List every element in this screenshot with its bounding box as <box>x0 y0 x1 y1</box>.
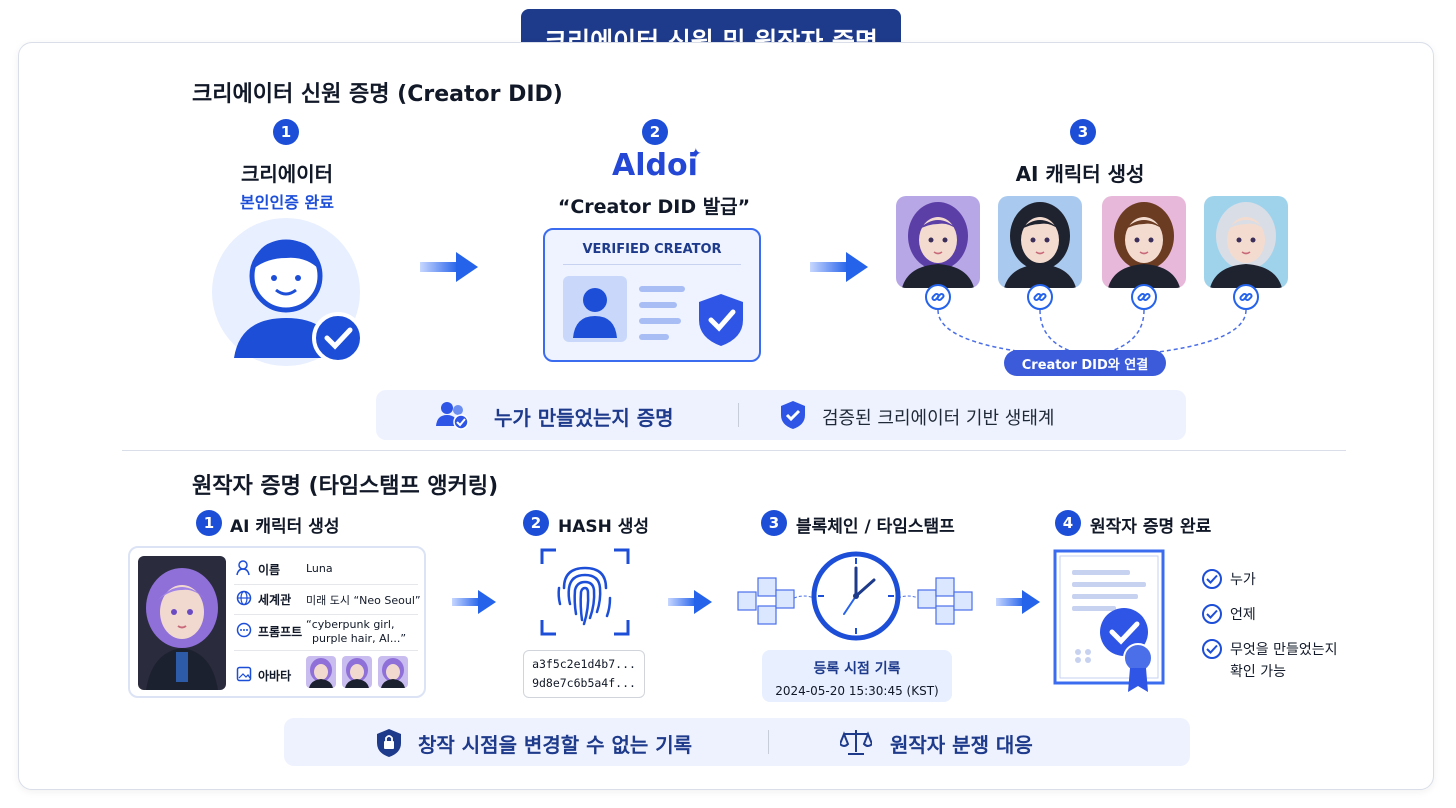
character-purple-hair-girl <box>896 196 980 288</box>
link-icon[interactable] <box>1027 284 1053 310</box>
mini-avatar <box>342 656 372 688</box>
image-icon <box>236 666 252 682</box>
verified-creator-label: VERIFIED CREATOR <box>582 242 722 257</box>
character-silver-hair-girl <box>1204 196 1288 288</box>
arrow-right-icon <box>668 590 712 614</box>
hash-line-2: 9d8e7c6b5a4f... <box>532 676 636 690</box>
mini-avatar <box>378 656 408 688</box>
s2-step2-number: 2 <box>523 510 549 536</box>
s2-step1-number: 1 <box>196 510 222 536</box>
step1-title: 크리에이터 <box>241 162 333 186</box>
id-photo-icon <box>563 276 627 342</box>
shield-check-icon <box>781 401 805 429</box>
link-icon[interactable] <box>925 284 951 310</box>
step2-number: 2 <box>642 119 668 145</box>
arrow-right-icon <box>810 252 868 282</box>
section1-footer: 누가 만들었는지 증명 검증된 크리에이터 기반 생태계 <box>376 390 1186 440</box>
blockchain-clock-icon <box>737 551 973 641</box>
profile-prompt-value-2: purple hair, AI...” <box>312 632 407 645</box>
step2-subtitle: “Creator DID 발급” <box>557 196 751 218</box>
did-link-badge: Creator DID와 연결 <box>1004 350 1166 376</box>
check-item-when: 언제 <box>1202 604 1256 624</box>
s2-step2-title: HASH 생성 <box>558 517 650 537</box>
mini-avatar <box>306 656 336 688</box>
aldoi-logo: Aldoi <box>612 148 698 183</box>
step3-title: AI 캐릭터 생성 <box>1015 162 1145 186</box>
luna-portrait <box>138 556 226 690</box>
link-icon[interactable] <box>1131 284 1157 310</box>
fingerprint-icon <box>540 548 630 636</box>
check-item-who: 누가 <box>1202 569 1256 589</box>
creator-avatar-icon <box>212 218 364 366</box>
profile-world-value: 미래 도시 “Neo Seoul” <box>306 594 421 607</box>
arrow-right-icon <box>996 590 1040 614</box>
section2-title: 원작자 증명 (타임스탬프 앵커링) <box>192 474 499 499</box>
section-divider <box>122 450 1346 451</box>
scales-icon <box>840 730 872 755</box>
profile-name-value: Luna <box>306 562 333 575</box>
profile-prompt-label: 프롬프트 <box>258 625 303 639</box>
footer1-left-text: 누가 만들었는지 증명 <box>494 406 674 430</box>
character-profile-card: 이름 Luna 세계관 미래 도시 “Neo Seoul” 프롬프트 “cybe… <box>128 546 426 698</box>
verified-creator-card: VERIFIED CREATOR <box>543 228 761 362</box>
link-icon[interactable] <box>1233 284 1259 310</box>
character-black-hair-boy <box>998 196 1082 288</box>
sparkle-icon: ✦ <box>690 146 702 162</box>
users-check-icon <box>436 402 469 430</box>
certificate-icon <box>1053 549 1165 692</box>
footer2-right-text: 원작자 분쟁 대응 <box>890 733 1033 757</box>
step3-number: 3 <box>1070 119 1096 145</box>
s2-step3-title: 블록체인 / 타임스탬프 <box>796 517 955 537</box>
section1-title: 크리에이터 신원 증명 (Creator DID) <box>192 82 563 107</box>
footer2-left-text: 창작 시점을 변경할 수 없는 기록 <box>418 733 693 757</box>
record-timestamp: 2024-05-20 15:30:45 (KST) <box>775 684 939 698</box>
character-brown-bun-girl <box>1102 196 1186 288</box>
check-icon <box>1202 639 1222 659</box>
hash-line-1: a3f5c2e1d4b7... <box>532 657 636 671</box>
s2-step4-title: 원작자 증명 완료 <box>1090 517 1212 537</box>
hash-value-box: a3f5c2e1d4b7... 9d8e7c6b5a4f... <box>523 650 645 698</box>
globe-icon <box>236 590 252 606</box>
person-icon <box>236 560 250 576</box>
check-icon <box>1202 569 1222 589</box>
arrow-right-icon <box>452 590 496 614</box>
check-label: 누가 <box>1230 572 1256 588</box>
shield-check-icon <box>699 294 743 346</box>
profile-name-label: 이름 <box>258 563 281 577</box>
lock-shield-icon <box>377 729 401 757</box>
s2-step3-number: 3 <box>761 510 787 536</box>
check-label: 무엇을 만들었는지 <box>1230 642 1338 658</box>
check-label: 언제 <box>1230 607 1256 623</box>
step1-subtitle: 본인인증 완료 <box>240 193 334 212</box>
timestamp-record-box: 등록 시점 기록 2024-05-20 15:30:45 (KST) <box>762 650 952 702</box>
step1-number: 1 <box>273 119 299 145</box>
section2-footer: 창작 시점을 변경할 수 없는 기록 원작자 분쟁 대응 <box>284 718 1190 766</box>
check-label-cont: 확인 가능 <box>1230 664 1286 680</box>
profile-world-label: 세계관 <box>258 593 292 607</box>
check-icon <box>1202 604 1222 624</box>
profile-avatar-label: 아바타 <box>258 669 292 683</box>
s2-step4-number: 4 <box>1055 510 1081 536</box>
chat-icon <box>236 622 252 638</box>
profile-prompt-value-1: “cyberpunk girl, <box>306 618 395 631</box>
s2-step1-title: AI 캐릭터 생성 <box>230 517 340 537</box>
arrow-right-icon <box>420 252 478 282</box>
footer1-right-text: 검증된 크리에이터 기반 생태계 <box>822 408 1055 429</box>
record-title: 등록 시점 기록 <box>813 661 901 677</box>
